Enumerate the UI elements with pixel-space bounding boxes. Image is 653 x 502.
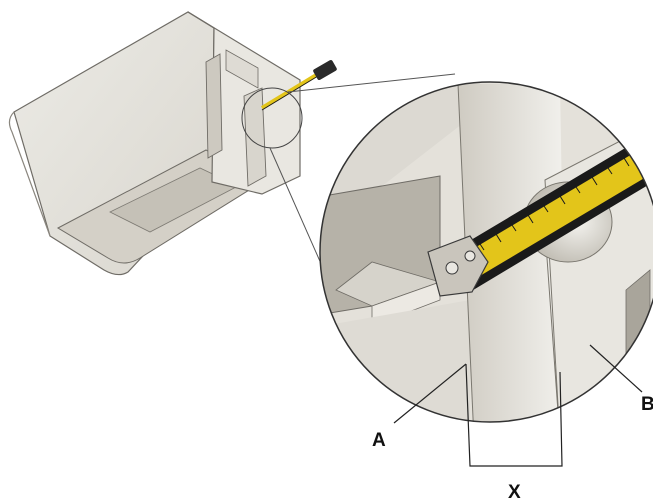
label-a: A xyxy=(372,430,386,451)
enclosure-overview xyxy=(8,11,337,276)
overview-tape-edge xyxy=(261,75,319,111)
tape-measure-blade xyxy=(451,133,653,291)
detail-floor xyxy=(320,300,470,422)
enclosure-slot-left xyxy=(205,53,223,159)
dimension-x-bracket xyxy=(465,363,563,467)
magnifier-leader-top xyxy=(287,73,456,93)
callout-b-leader xyxy=(589,344,643,393)
overview-tape-blade xyxy=(260,72,320,110)
magnified-detail xyxy=(320,82,653,422)
label-x: X xyxy=(508,482,521,502)
enclosure-edge xyxy=(8,111,51,237)
overview-tape-housing xyxy=(313,60,337,80)
enclosure-slot-right xyxy=(243,87,267,187)
detail-callout-circle xyxy=(241,87,303,149)
label-b: B xyxy=(641,394,653,415)
callout-a-leader xyxy=(393,363,467,424)
magnifier-circle-outline xyxy=(319,81,653,423)
enclosure-rib xyxy=(225,49,259,89)
